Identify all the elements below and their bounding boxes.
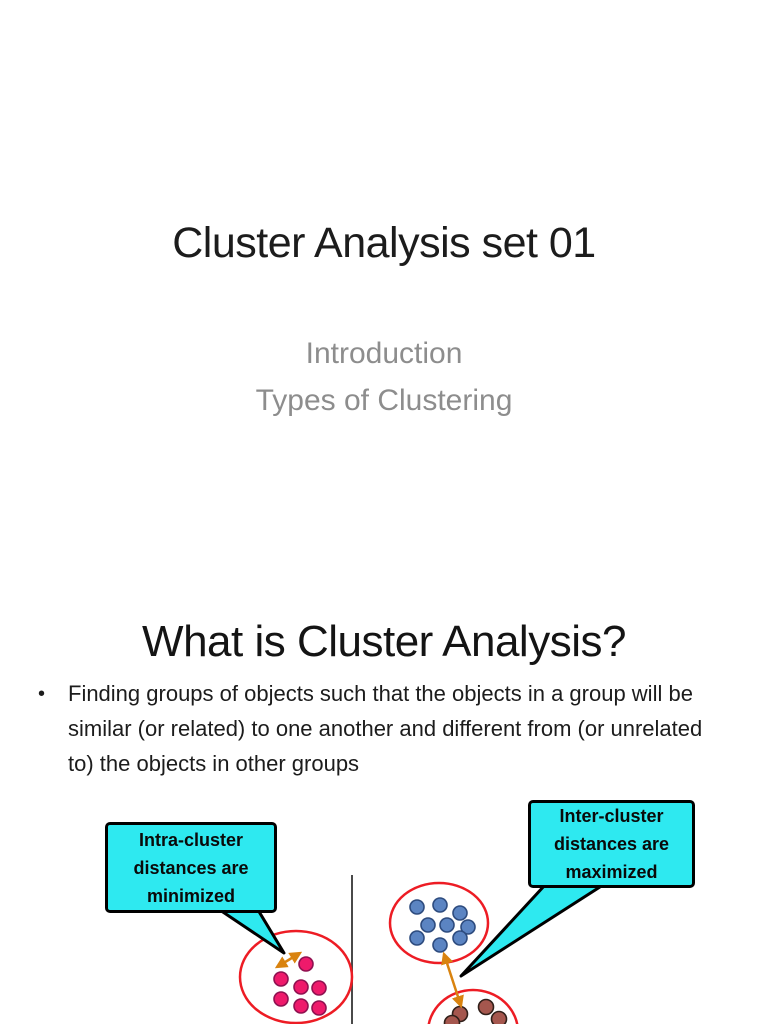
inter-cluster-callout: Inter-cluster distances are maximized: [528, 800, 695, 888]
cluster-dot: [409, 930, 425, 946]
cluster-dot: [477, 998, 495, 1016]
cluster-dot: [490, 1010, 508, 1024]
cluster-dot: [273, 971, 289, 987]
cluster-diagram: [203, 875, 605, 1024]
cluster-dot: [298, 956, 314, 972]
cluster-dot: [460, 919, 476, 935]
blue-cluster-dots: [409, 897, 476, 953]
cluster-dot: [293, 979, 309, 995]
bullet-text: Finding groups of objects such that the …: [68, 681, 703, 776]
callout-text-line: Inter-cluster: [559, 806, 664, 826]
inter-callout-tail: [459, 883, 605, 978]
cluster-dot: [311, 980, 327, 996]
cluster-dot: [293, 998, 309, 1014]
callout-text-line: minimized: [146, 885, 235, 906]
cluster-dot: [452, 905, 468, 921]
cluster-dot: [409, 899, 425, 915]
subtitle-line-types: Types of Clustering: [255, 384, 513, 417]
intra-distance-arrow: [274, 951, 303, 969]
blue-cluster-ellipse: [388, 881, 490, 965]
brown-cluster-ellipse: [427, 988, 519, 1024]
slide-heading: What is Cluster Analysis?: [142, 617, 626, 666]
magenta-cluster-dots: [273, 956, 327, 1016]
inter-distance-arrow: [441, 951, 464, 1009]
intra-cluster-callout: Intra-cluster distances are minimized: [105, 822, 277, 913]
magenta-cluster-ellipse: [238, 929, 354, 1024]
cluster-dot: [443, 1014, 461, 1024]
cluster-dot: [439, 917, 455, 933]
cluster-dot: [420, 917, 436, 933]
cluster-dot: [311, 1000, 327, 1016]
subtitle-line-introduction: Introduction: [305, 337, 463, 370]
callout-text-line: Intra-cluster: [138, 829, 244, 850]
callout-text-line: maximized: [565, 862, 658, 882]
bullet-marker: •: [38, 683, 46, 705]
callout-text-line: distances are: [133, 857, 249, 878]
callout-text-line: distances are: [553, 834, 670, 854]
cluster-dot: [273, 991, 289, 1007]
cluster-dot: [432, 937, 448, 953]
cluster-dot: [432, 897, 448, 913]
page-title: Cluster Analysis set 01: [172, 219, 596, 267]
brown-cluster-dots: [443, 998, 508, 1024]
cluster-dot: [452, 930, 468, 946]
